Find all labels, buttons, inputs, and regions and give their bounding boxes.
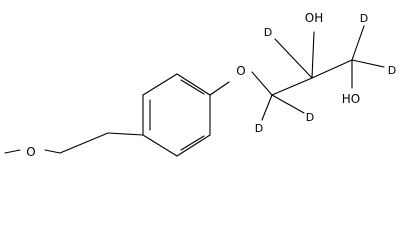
bond-ch2-ring (107, 132, 144, 136)
methoxy-oxygen-label: O (26, 145, 35, 159)
ring-inner-bond-3 (180, 79, 205, 95)
bond-ch2-ch2 (59, 132, 109, 154)
ring-bond-4 (176, 73, 211, 96)
bond-d-cd2-top (351, 25, 365, 61)
bond-o-ch2 (44, 149, 61, 154)
molecule-structure: O O OH HO D D D D D (4, 11, 396, 159)
bond-cd-cd2 (311, 59, 353, 79)
deuterium-label-upper-left: D (264, 26, 272, 39)
bond-d-cd2-lower-right (271, 94, 305, 114)
ring-bond-5 (142, 73, 178, 96)
bond-d-cd (274, 38, 313, 79)
bond-d-cd2-right (351, 59, 385, 68)
ring-inner-bond-2 (180, 135, 205, 151)
bond-cd-oh (311, 31, 315, 79)
ether-oxygen-label: O (236, 64, 245, 78)
bond-o-cd2 (251, 71, 273, 96)
deuterium-label-lower-right: D (306, 111, 314, 124)
ring-bond-1 (142, 134, 178, 157)
deuterium-label-right: D (388, 64, 396, 77)
deuterium-label-lower-left: D (255, 122, 263, 135)
deuterium-label-upper-right: D (360, 12, 368, 25)
ring-bond-2 (176, 134, 211, 157)
bond-layer (4, 25, 385, 157)
primary-hydroxyl-label: HO (342, 92, 360, 106)
secondary-hydroxyl-label: OH (305, 11, 323, 25)
bond-cd2-cd (271, 77, 313, 96)
bond-methyl-o (4, 149, 21, 154)
label-layer: O O OH HO D D D D D (26, 11, 396, 159)
bond-d-cd2-lower-left (261, 94, 273, 121)
bond-ring-o (209, 81, 230, 96)
